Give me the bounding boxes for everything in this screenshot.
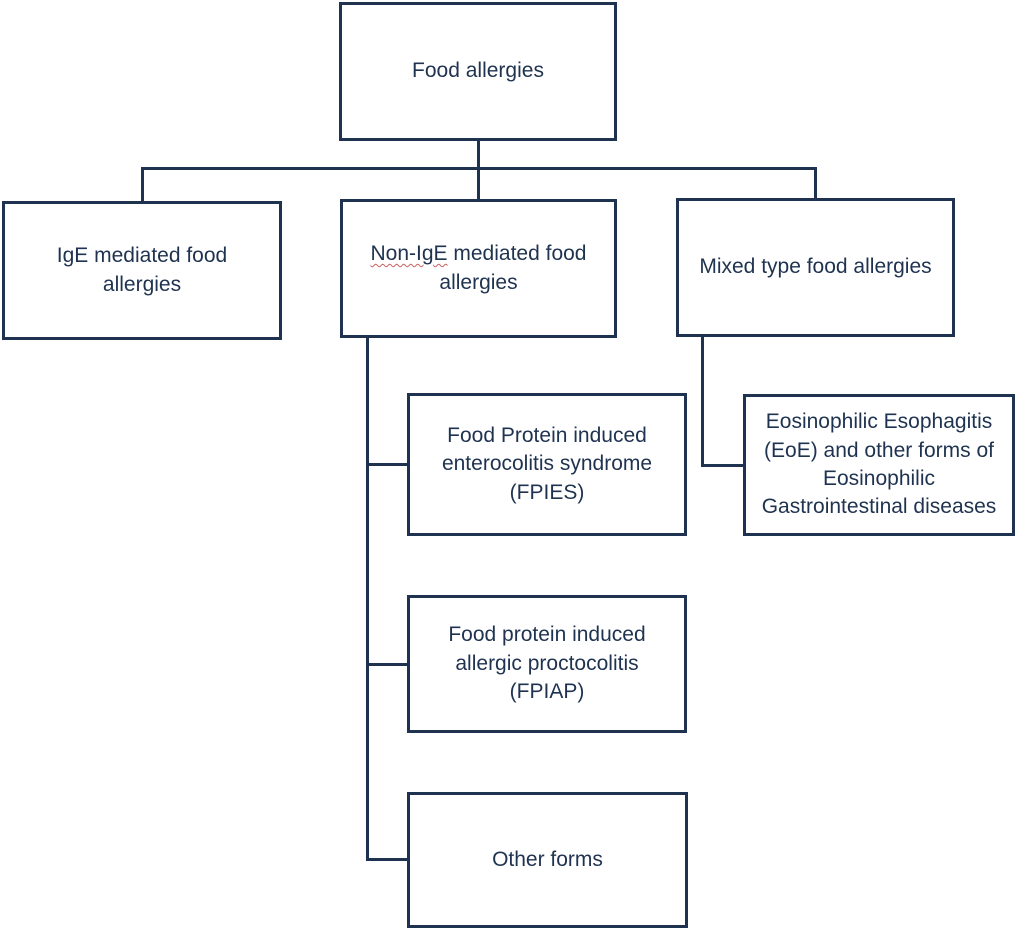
node-food-allergies-label: Food allergies: [412, 59, 544, 83]
node-ige-mediated: IgE mediated food allergies: [2, 201, 282, 340]
node-fpies-label: Food Protein induced enterocolitis syndr…: [441, 423, 653, 504]
node-eoe-label: Eosinophilic Esophagitis (EoE) and other…: [761, 410, 997, 519]
node-other-forms: Other forms: [407, 792, 688, 928]
node-non-ige-mediated-label: Non-IgE mediated food allergies: [363, 240, 594, 297]
node-eoe: Eosinophilic Esophagitis (EoE) and other…: [743, 394, 1015, 536]
node-mixed-type: Mixed type food allergies: [676, 198, 955, 337]
connector-drop-ige: [141, 167, 144, 203]
spellcheck-flagged-word: Non-IgE: [370, 242, 448, 266]
node-food-allergies: Food allergies: [339, 2, 617, 141]
connector-root-down: [477, 139, 480, 170]
connector-stub-other-forms: [366, 858, 407, 861]
node-mixed-type-label: Mixed type food allergies: [699, 255, 932, 279]
node-fpiap-label: Food protein induced allergic proctocoli…: [448, 623, 646, 704]
connector-stub-fpies: [366, 463, 407, 466]
node-non-ige-mediated-label-rest: mediated food allergies: [439, 242, 587, 294]
node-other-forms-label: Other forms: [492, 847, 603, 871]
node-ige-mediated-label: IgE mediated food allergies: [56, 244, 228, 296]
connector-stub-fpiap: [366, 663, 407, 666]
connector-non-ige-trunk: [366, 336, 369, 861]
connector-drop-mixed: [814, 167, 817, 201]
connector-mixed-trunk: [701, 335, 704, 467]
connector-drop-non-ige: [477, 167, 480, 202]
connector-stub-eoe: [701, 464, 743, 467]
node-fpies: Food Protein induced enterocolitis syndr…: [407, 393, 687, 536]
node-fpiap: Food protein induced allergic proctocoli…: [407, 595, 687, 733]
node-non-ige-mediated: Non-IgE mediated food allergies: [340, 199, 617, 338]
